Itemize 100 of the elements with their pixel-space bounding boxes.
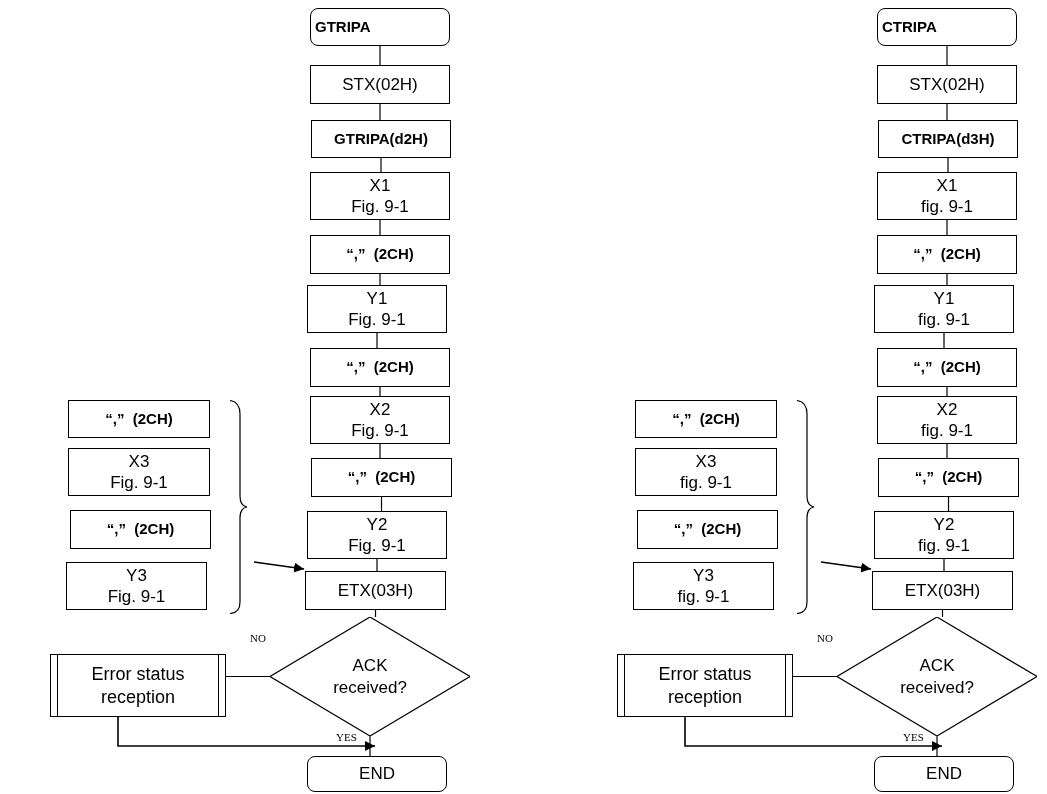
edge-label: NO (817, 632, 833, 644)
connector-line (225, 675, 271, 678)
box-text: “,” (2CH) (105, 409, 173, 429)
process-box (310, 348, 450, 387)
box-text: Y2 (366, 513, 388, 535)
process-box (307, 511, 447, 559)
process-box (878, 120, 1018, 158)
box-text: X3 (695, 450, 717, 472)
box-text: fig. 9-1 (918, 535, 970, 557)
decision-diamond (270, 617, 470, 736)
subroutine-box (617, 654, 793, 717)
box-text: CTRIPA(d3H) (901, 129, 995, 149)
process-box (877, 65, 1017, 104)
connector-line (943, 332, 945, 349)
connector-line (379, 45, 381, 66)
box-text: Error status reception (90, 663, 186, 708)
box-text: GTRIPA(d2H) (334, 129, 428, 149)
box-text: Fig. 9-1 (348, 535, 406, 557)
box-text: “,” (2CH) (673, 520, 742, 539)
connector-line (947, 157, 949, 173)
process-box (68, 448, 210, 496)
connector-line (941, 609, 944, 618)
connector-line (792, 675, 838, 678)
process-box (633, 562, 774, 610)
box-text: STX(02H) (342, 73, 418, 96)
arrow (253, 561, 305, 573)
process-box (874, 511, 1014, 559)
box-text: “,” (2CH) (672, 409, 740, 429)
process-box (635, 448, 777, 496)
box-text: X1 (369, 174, 391, 196)
decision-diamond (837, 617, 1037, 736)
arrow (684, 716, 943, 751)
connector-line (946, 443, 948, 459)
box-text: fig. 9-1 (680, 472, 732, 494)
connector-line (376, 558, 378, 572)
box-text: “,” (2CH) (346, 358, 414, 377)
box-text: Y3 (126, 564, 147, 586)
connector-line (379, 103, 381, 121)
box-text: Fig. 9-1 (351, 420, 409, 442)
process-box (311, 120, 451, 158)
box-text: fig. 9-1 (921, 420, 973, 442)
box-text: Fig. 9-1 (107, 586, 166, 608)
process-box (877, 235, 1017, 274)
subroutine-box (50, 654, 226, 717)
box-text: END (359, 763, 395, 785)
box-text: X2 (369, 398, 391, 420)
terminal-box (307, 756, 447, 792)
box-text: Y1 (933, 287, 955, 309)
process-box (305, 571, 446, 610)
box-text: X3 (128, 450, 150, 472)
connector-line (946, 386, 948, 397)
terminal-box (874, 756, 1014, 792)
terminal-box (877, 8, 1017, 46)
arrow (820, 561, 872, 573)
connector-line (380, 157, 382, 173)
process-box (878, 458, 1019, 497)
connector-line (374, 609, 377, 618)
connector-line (379, 273, 381, 286)
box-text: STX(02H) (909, 73, 985, 96)
box-text: X2 (936, 398, 958, 420)
connector-line (376, 332, 378, 349)
box-text: END (926, 763, 962, 785)
process-box (307, 285, 447, 333)
connector-line (943, 558, 945, 572)
box-text: ETX(03H) (904, 579, 981, 602)
box-text: Y1 (366, 287, 388, 309)
box-text: fig. 9-1 (921, 196, 973, 218)
process-box (68, 400, 210, 438)
brace (230, 400, 250, 614)
connector-line (936, 735, 938, 757)
process-box (70, 510, 211, 549)
process-box (310, 65, 450, 104)
box-text: fig. 9-1 (677, 586, 730, 608)
process-box (310, 396, 450, 444)
box-text: Error status reception (657, 663, 753, 708)
process-box (310, 172, 450, 220)
process-box (635, 400, 777, 438)
box-text: “,” (2CH) (914, 468, 983, 487)
connector-line (379, 443, 381, 459)
box-text: CTRIPA (881, 17, 937, 37)
box-text: “,” (2CH) (347, 468, 416, 487)
box-text: “,” (2CH) (913, 358, 981, 377)
decision-text: ACK received? (332, 655, 408, 698)
box-text: Y3 (693, 564, 714, 586)
decision-text: ACK received? (899, 655, 975, 698)
box-text: ETX(03H) (337, 579, 414, 602)
connector-line (946, 103, 948, 121)
box-text: X1 (936, 174, 958, 196)
brace (797, 400, 817, 614)
process-box (66, 562, 207, 610)
arrow (117, 716, 376, 751)
connector-line (369, 735, 371, 757)
process-box (877, 396, 1017, 444)
edge-label: NO (250, 632, 266, 644)
box-text: Fig. 9-1 (110, 472, 168, 494)
terminal-box (310, 8, 450, 46)
box-text: “,” (2CH) (913, 245, 981, 264)
process-box (311, 458, 452, 497)
connector-line (946, 45, 948, 66)
box-text: “,” (2CH) (346, 245, 414, 264)
